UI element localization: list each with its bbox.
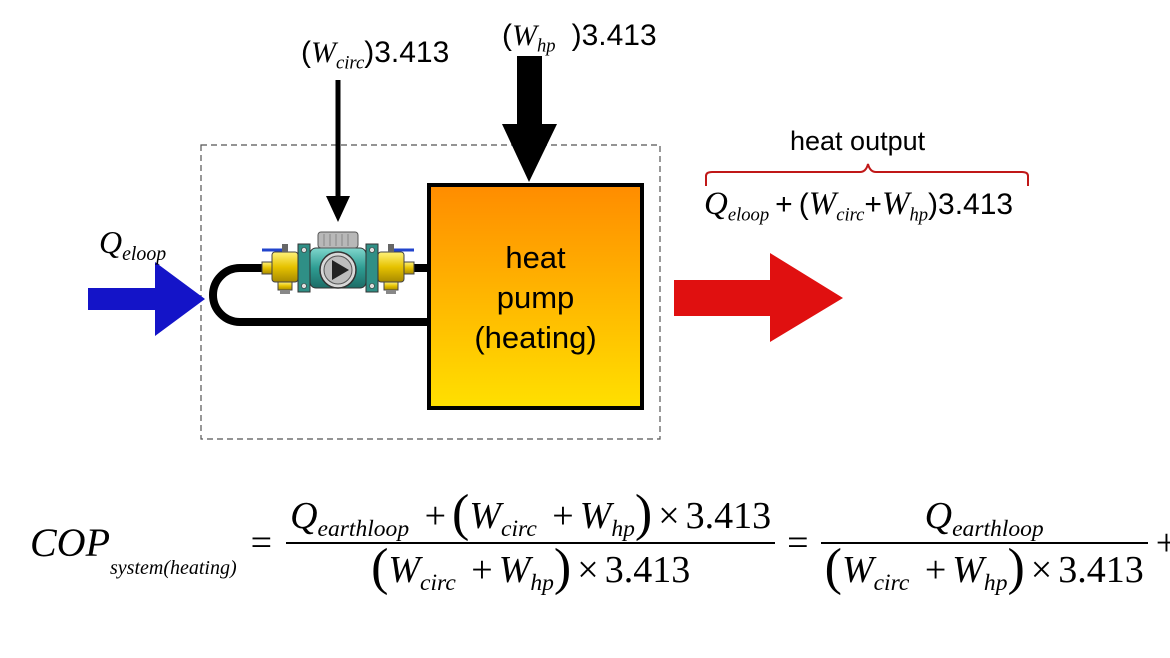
input-heat-symbol: Q bbox=[99, 224, 123, 260]
heat-pump-line-1: heat bbox=[505, 240, 566, 275]
pipe-loop bbox=[209, 264, 430, 326]
heat-pump-box bbox=[427, 183, 644, 410]
heat-pump-line-2: pump bbox=[496, 280, 575, 315]
circulator-pump-icon bbox=[261, 231, 415, 294]
system-boundary bbox=[200, 144, 661, 440]
heat-pump-label: heat pump (heating) bbox=[429, 238, 642, 358]
heat-output-expression: Qeloop+(Wcirc+Whp)3.413 bbox=[704, 186, 1014, 226]
hp-work-arrow-shaft bbox=[517, 56, 542, 126]
cop-lhs: COPsystem(heating) bbox=[30, 519, 237, 579]
circ-work-arrow-head bbox=[326, 196, 350, 222]
fraction-2-bar bbox=[820, 542, 1148, 544]
plus-sign: + bbox=[1155, 522, 1170, 564]
fraction-2-numerator: Qearthloop bbox=[924, 495, 1044, 543]
heat-output-label: heat output bbox=[790, 126, 926, 156]
circ-work-label: (Wcirc)3.413 bbox=[301, 36, 450, 74]
cop-formula: COPsystem(heating) = Qearthloop +(Wcirc … bbox=[30, 478, 1170, 608]
output-brace bbox=[705, 163, 1029, 186]
hp-work-label: (Whp)3.413 bbox=[502, 19, 657, 57]
fraction-1-denominator: (Wcirc +Whp)×3.413 bbox=[371, 539, 691, 597]
output-arrow bbox=[674, 253, 843, 342]
equals-sign-2: = bbox=[787, 522, 809, 564]
fraction-1-numerator: Qearthloop +(Wcirc +Whp)×3.413 bbox=[290, 485, 772, 543]
input-arrow bbox=[88, 262, 205, 336]
input-heat-label: Qeloop bbox=[99, 224, 166, 264]
fraction-1-bar bbox=[286, 542, 776, 544]
equals-sign-1: = bbox=[250, 522, 273, 564]
hp-work-arrow-head bbox=[502, 124, 557, 182]
heat-pump-line-3: (heating) bbox=[474, 320, 597, 355]
cop-fraction-1: Qearthloop +(Wcirc +Whp)×3.413 (Wcirc +W… bbox=[286, 485, 776, 597]
cop-fraction-2: Qearthloop (Wcirc +Whp)×3.413 bbox=[820, 494, 1148, 597]
input-heat-subscript: eloop bbox=[122, 242, 167, 265]
fraction-2-denominator: (Wcirc +Whp)×3.413 bbox=[824, 539, 1144, 597]
